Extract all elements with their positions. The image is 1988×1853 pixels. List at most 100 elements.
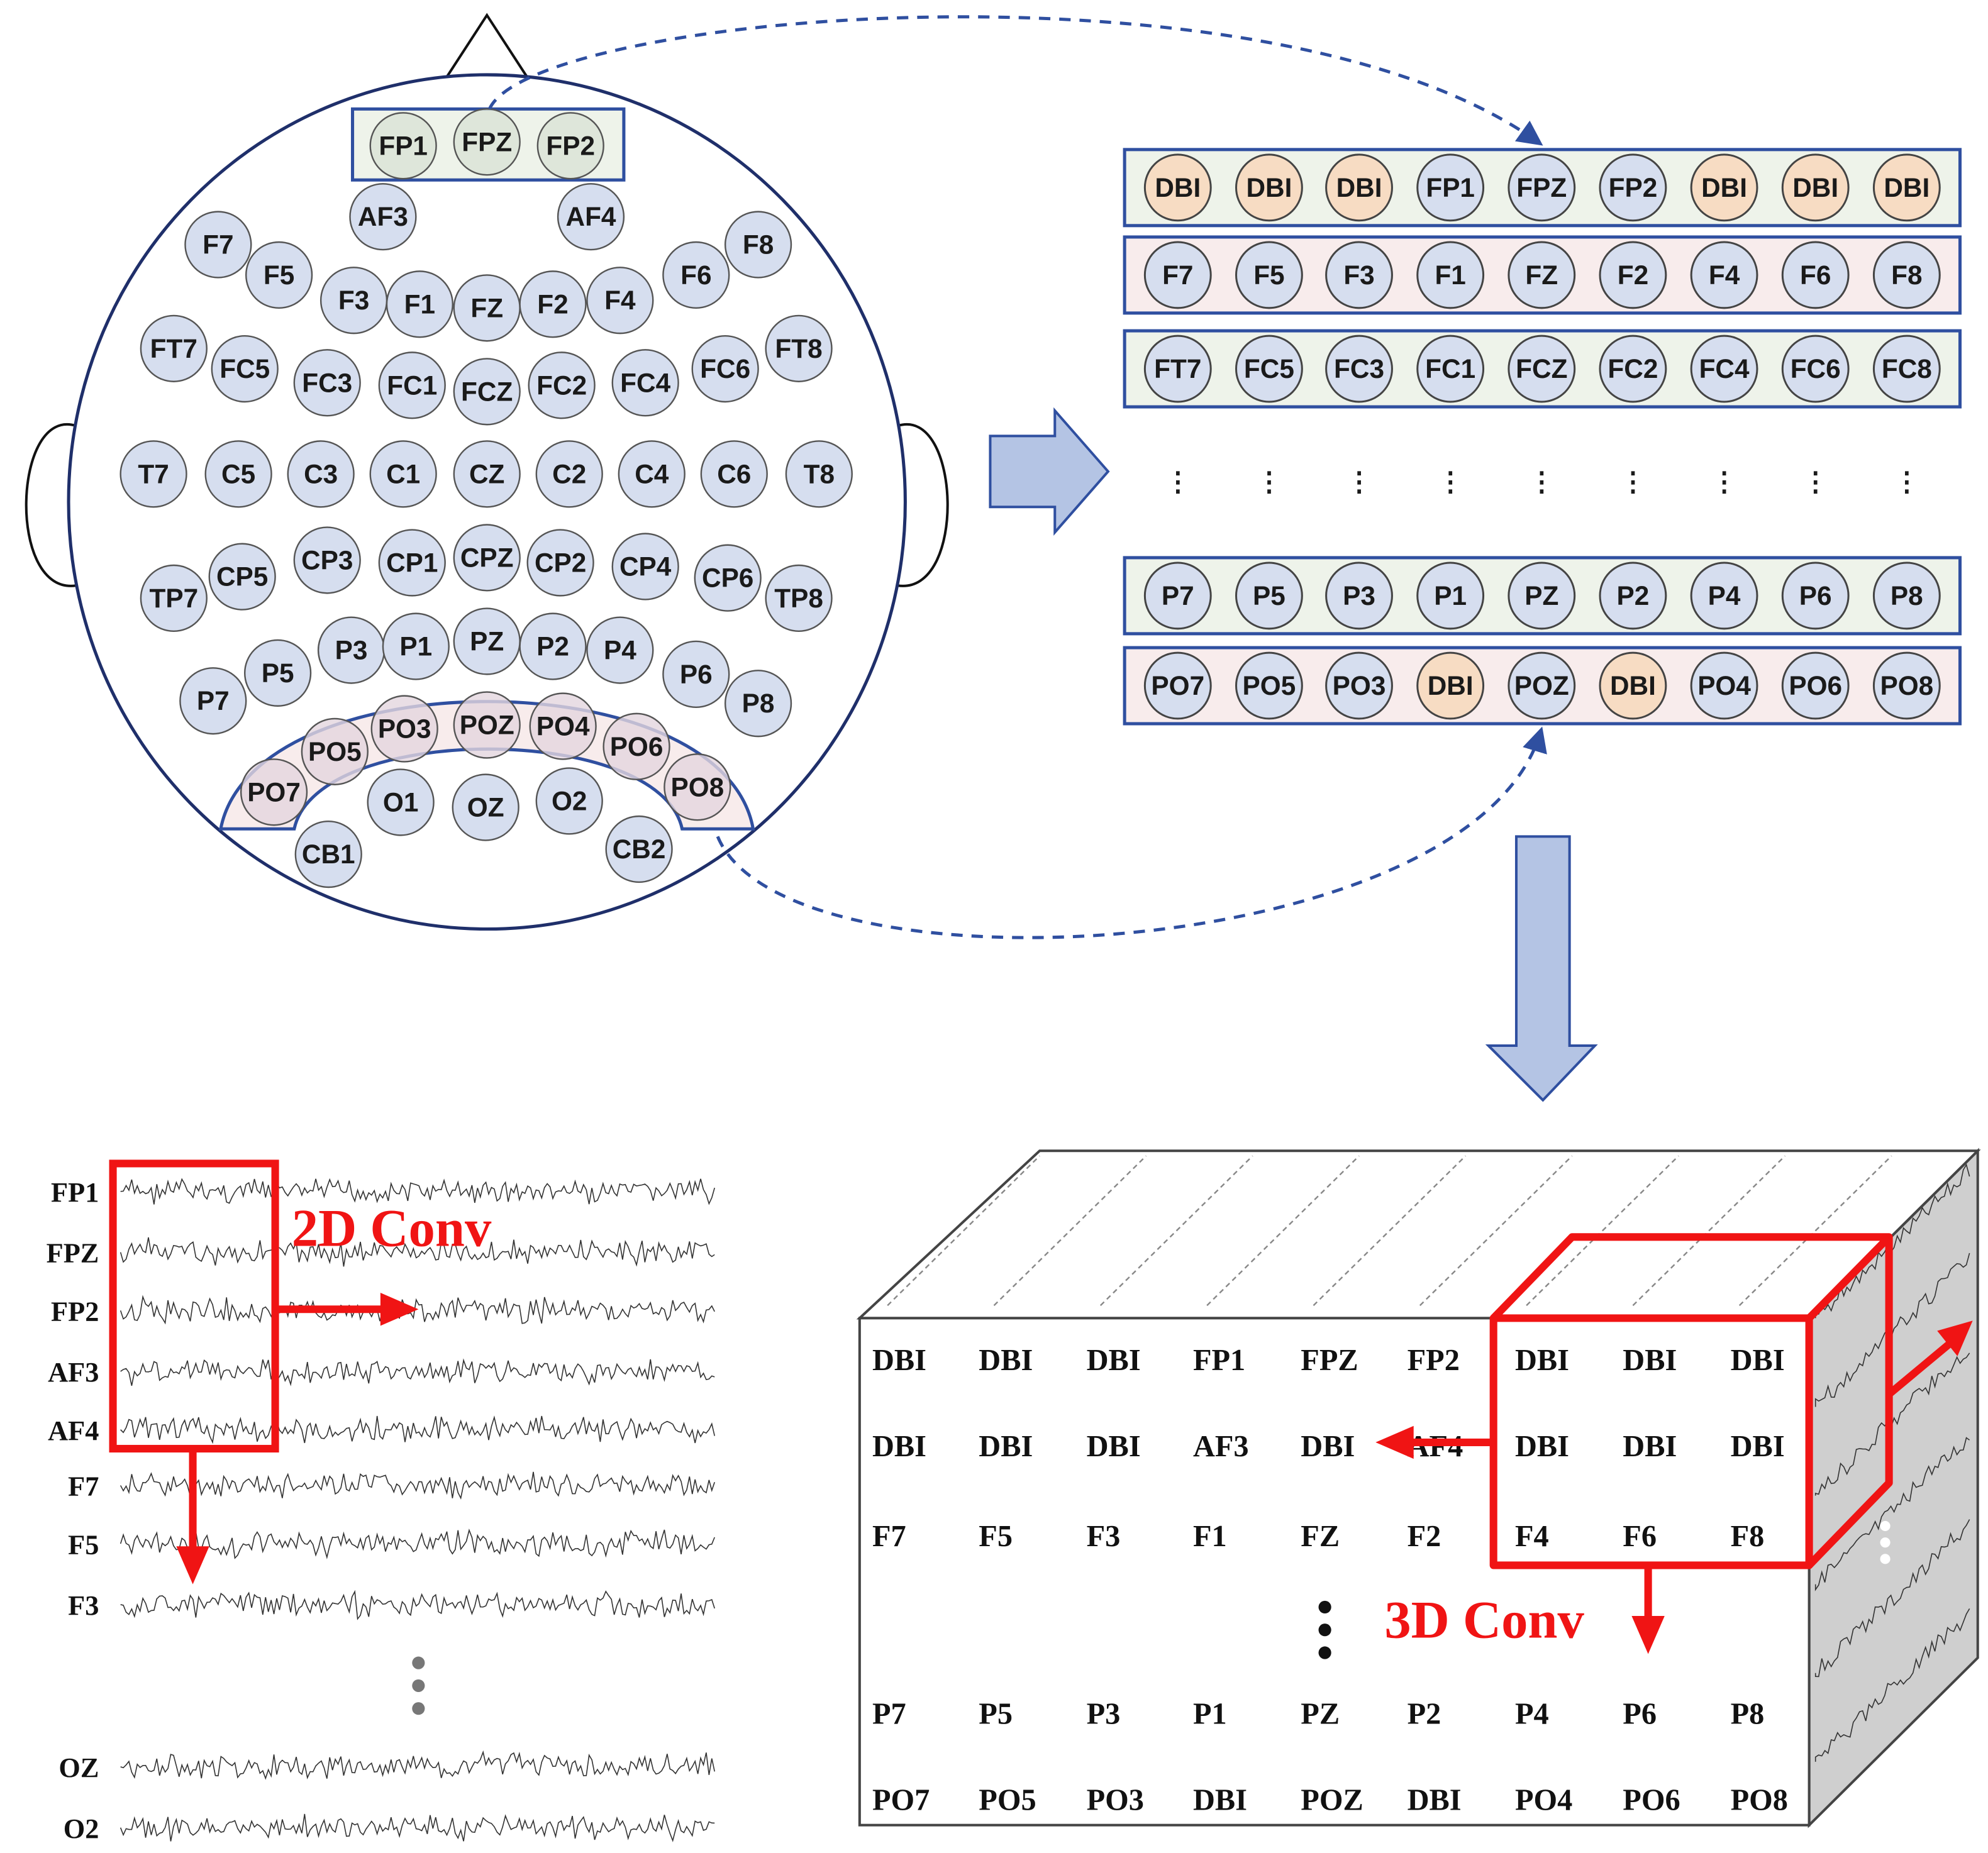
electrode-label: P4 — [604, 636, 636, 665]
grid-cell-label: FC6 — [1791, 354, 1841, 384]
electrode-ft7: FT7 — [140, 314, 208, 382]
electrode-po8: PO8 — [664, 753, 731, 821]
eeg-channel-f3: F3 — [68, 1590, 716, 1621]
electrode-fc6: FC6 — [691, 335, 759, 403]
eeg-trace — [120, 1415, 716, 1444]
electrode-label: FC6 — [700, 354, 750, 384]
channel-label: AF4 — [48, 1415, 99, 1446]
electrode-p1: P1 — [382, 612, 450, 680]
electrode-tp8: TP8 — [765, 564, 833, 633]
grid-cell-f3: F3 — [1325, 241, 1393, 309]
electrode-po4: PO4 — [529, 692, 597, 760]
grid-cell-label: F4 — [1709, 260, 1740, 290]
grid-cell-p4: P4 — [1690, 561, 1758, 630]
cube-cell-label: FP1 — [1193, 1344, 1245, 1377]
top-face-signal-line — [1206, 1155, 1360, 1307]
electrode-fc3: FC3 — [293, 349, 361, 417]
eeg-trace — [119, 1295, 715, 1325]
grid-cell-po7: PO7 — [1143, 651, 1212, 720]
grid-cell-label: F8 — [1891, 260, 1922, 290]
grid-cell-label: PO5 — [1243, 671, 1296, 700]
electrode-tp7: TP7 — [140, 564, 208, 633]
electrode-p5: P5 — [243, 639, 312, 707]
2d-conv-arrow-right — [276, 1293, 419, 1326]
cube-cell-label: DBI — [1193, 1783, 1247, 1817]
electrode-label: TP8 — [774, 584, 823, 613]
electrode-p6: P6 — [662, 640, 730, 708]
electrode-label: C5 — [221, 459, 255, 489]
grid-cell-label: F2 — [1618, 260, 1648, 290]
electrode-label: AF3 — [358, 202, 408, 231]
electrode-label: C3 — [304, 459, 338, 489]
electrode-cpz: CPZ — [453, 524, 521, 592]
electrode-poz: POZ — [453, 691, 521, 759]
cube-cell-label: DBI — [1731, 1344, 1785, 1377]
electrode-label: P2 — [536, 632, 569, 661]
electrode-label: T7 — [138, 459, 169, 489]
cube-cell-label: FPZ — [1301, 1344, 1358, 1377]
grid-ellipsis: ⋮ — [1346, 467, 1372, 496]
left-ear — [25, 423, 77, 587]
eeg-channel-af3: AF3 — [48, 1356, 715, 1388]
grid-cell-fp1: FP1 — [1416, 153, 1485, 222]
grid-cell-label: PO6 — [1789, 671, 1842, 700]
grid-cell-label: DBI — [1792, 173, 1838, 202]
grid-cell-dbi: DBI — [1781, 153, 1850, 222]
eeg-trace — [119, 1528, 715, 1559]
electrode-label: O1 — [383, 787, 418, 817]
right-arrow — [989, 407, 1110, 536]
cube-cell-label: F7 — [872, 1520, 906, 1553]
2d-conv-arrow-down — [176, 1448, 209, 1585]
electrode-f2: F2 — [519, 270, 587, 338]
grid-cell-p7: P7 — [1143, 561, 1212, 630]
electrode-o1: O1 — [367, 768, 435, 836]
grid-cell-dbi: DBI — [1416, 651, 1485, 720]
electrode-label: PO5 — [308, 737, 362, 766]
grid-cell-po4: PO4 — [1690, 651, 1758, 720]
eeg-channel-f7: F7 — [68, 1471, 715, 1502]
electrode-label: OZ — [467, 793, 504, 822]
side-face-signal-trace — [1814, 1437, 1970, 1591]
electrode-label: FT7 — [150, 334, 197, 363]
grid-cell-p3: P3 — [1325, 561, 1393, 630]
electrode-c6: C6 — [700, 440, 768, 508]
cube-cell-label: DBI — [1087, 1430, 1141, 1463]
electrode-ft8: FT8 — [765, 314, 833, 382]
electrode-label: FP2 — [546, 131, 595, 160]
grid-cell-p2: P2 — [1599, 561, 1667, 630]
electrode-label: P6 — [680, 660, 713, 689]
grid-cell-label: DBI — [1246, 173, 1292, 202]
eeg-trace — [120, 1358, 715, 1386]
grid-cell-f6: F6 — [1781, 241, 1850, 309]
cube-cell-label: F6 — [1623, 1520, 1657, 1553]
nose-outline — [436, 13, 538, 92]
grid-cell-label: P6 — [1799, 581, 1832, 611]
electrode-fz: FZ — [453, 274, 521, 342]
cube-cell-label: AF4 — [1408, 1430, 1463, 1463]
electrode-c1: C1 — [369, 440, 437, 508]
grid-cell-f4: F4 — [1690, 241, 1758, 309]
top-face-signal-line — [1419, 1155, 1573, 1307]
electrode-label: CP3 — [301, 545, 353, 575]
cube-cell-label: PO6 — [1623, 1783, 1680, 1817]
grid-cell-pz: PZ — [1508, 561, 1576, 630]
grid-ellipsis: ⋮ — [1894, 467, 1920, 496]
electrode-fc1: FC1 — [378, 351, 446, 419]
electrode-cp1: CP1 — [378, 529, 446, 597]
channel-label: F5 — [68, 1529, 99, 1560]
grid-cell-label: P7 — [1162, 581, 1194, 611]
electrode-o2: O2 — [535, 767, 603, 835]
electrode-label: P3 — [335, 636, 368, 665]
electrode-label: P8 — [742, 689, 775, 718]
top-face-signal-line — [1632, 1155, 1786, 1307]
grid-cell-dbi: DBI — [1872, 153, 1941, 222]
electrode-label: CP5 — [216, 562, 268, 592]
grid-cell-label: F7 — [1162, 260, 1193, 290]
cube-cell-label: F1 — [1193, 1520, 1227, 1553]
electrode-label: PO3 — [378, 714, 431, 744]
